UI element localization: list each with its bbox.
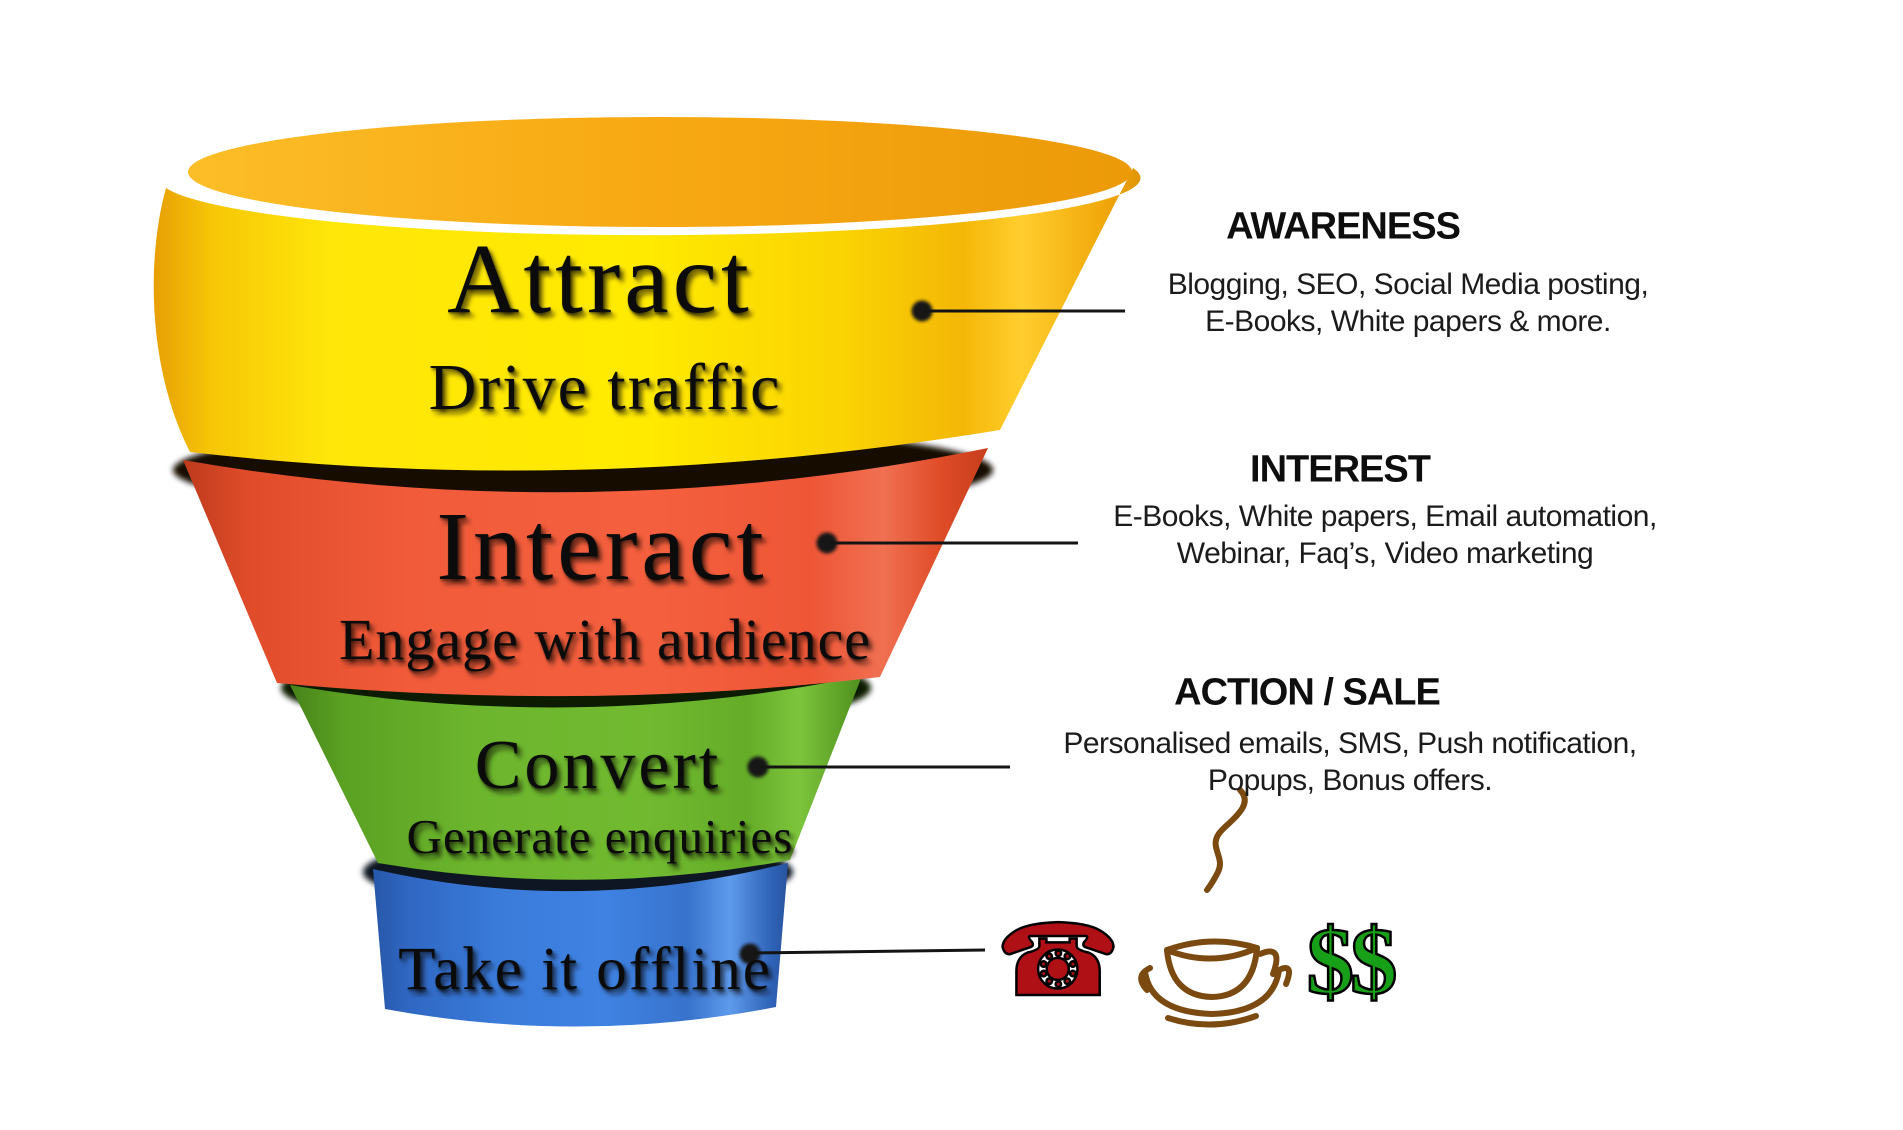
funnel-stage-attract [153,168,1141,471]
dollar-signs-icon: $$ [1307,908,1396,1014]
connector-offline [739,943,986,965]
stage-label-offline: Take it offline [398,936,772,1003]
telephone-icon: ☎ [996,902,1121,1019]
funnel-stage-convert [290,676,862,880]
stage-sublabel-convert: Generate enquiries [406,809,794,864]
annotation-text: Popups, Bonus offers. [1207,764,1493,797]
annotation-heading: ACTION / SALE [1174,671,1441,714]
stage-sublabel-attract: Drive traffic [428,351,782,424]
connector-action-sale [747,756,1010,778]
stage-label-convert: Convert [474,727,722,804]
stage-sublabel-interact: Engage with audience [338,607,872,672]
stage-label-attract: Attract [447,223,753,334]
annotation-text: E-Books, White papers, Email automation, [1113,500,1657,533]
funnel-top-opening [188,117,1132,227]
funnel-stage-offline [373,863,788,1027]
connector-interest [816,532,1078,554]
annotation-heading: AWARENESS [1226,205,1461,248]
annotation-text: Personalised emails, SMS, Push notificat… [1063,727,1637,760]
stage-label-interact: Interact [436,493,768,601]
annotation-text: Webinar, Faq’s, Video marketing [1176,537,1594,570]
annotation-heading: INTEREST [1250,448,1431,491]
connector-awareness [911,300,1125,322]
annotation-text: Blogging, SEO, Social Media posting, [1167,268,1649,301]
coffee-cup-icon [1138,787,1293,1028]
funnel-stage-interact [183,448,988,697]
annotation-text: E-Books, White papers & more. [1205,305,1611,338]
